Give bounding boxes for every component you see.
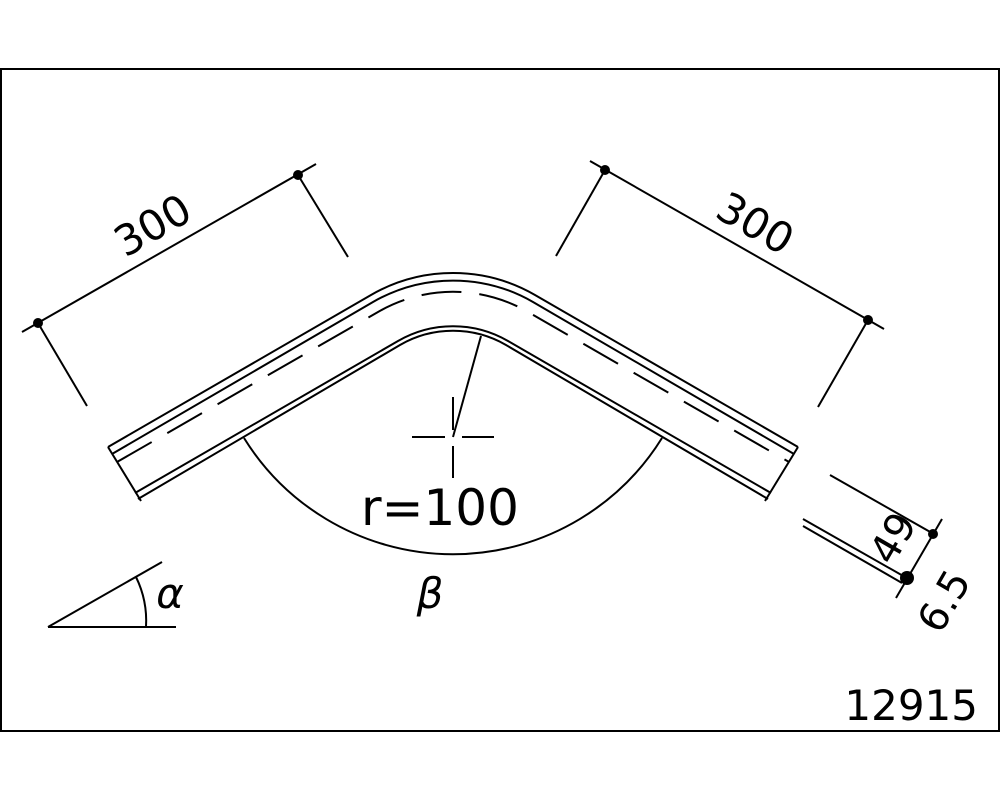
pipe-centerline	[116, 290, 790, 463]
drawing-number: 12915	[844, 681, 978, 730]
pipe-bend	[107, 272, 799, 502]
radius-dimension-line	[452, 335, 482, 438]
pipe-outer-edge	[107, 272, 799, 448]
section-dimension	[802, 474, 943, 599]
pipe-left-end	[107, 446, 142, 502]
pipe-inner-edge	[137, 329, 769, 500]
drawing-frame	[0, 68, 1000, 732]
bend-center-mark	[412, 335, 494, 478]
thickness-label: 6.5	[909, 562, 981, 640]
pipe-outer-inner-edge	[111, 279, 795, 455]
left-length-dimension	[21, 163, 349, 407]
pipe-right-end	[764, 446, 799, 502]
radius-label: r=100	[361, 479, 519, 537]
right-length-dimension	[555, 160, 885, 408]
beta-label: β	[416, 569, 444, 618]
pipe-inner-outer-edge	[134, 325, 772, 494]
alpha-angle-symbol	[47, 561, 176, 628]
right-length-label: 300	[708, 182, 802, 265]
beta-angle-arc	[243, 437, 663, 556]
alpha-label: α	[156, 569, 184, 618]
left-length-label: 300	[106, 184, 200, 267]
